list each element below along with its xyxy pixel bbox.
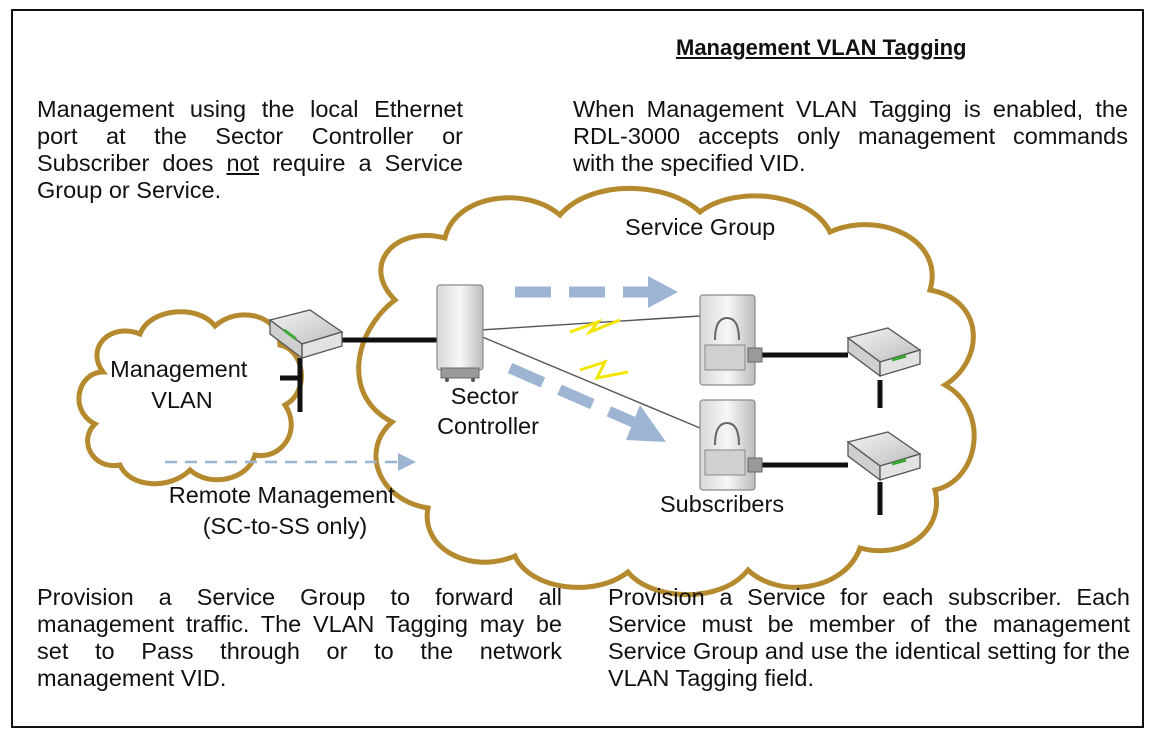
remote-management-label-line2: (SC-to-SS only) (203, 513, 368, 539)
subscribers-label: Subscribers (660, 491, 784, 517)
management-vlan-label-line1: Management (110, 356, 248, 382)
emphasis-not: not (226, 150, 260, 176)
remote-management-label-line1: Remote Management (169, 482, 395, 508)
router-right-1 (846, 327, 922, 378)
local-management-note-text: Management using the local Ethernet port… (37, 96, 463, 176)
lightning-1 (569, 318, 621, 336)
service-group-provision-note: Provision a Service Group to forward all… (37, 584, 562, 691)
sector-controller-device (436, 284, 484, 382)
management-vlan-cloud (76, 309, 304, 487)
service-group-label: Service Group (625, 214, 775, 240)
remote-management-arrow (165, 453, 416, 471)
wireless-link-1 (479, 315, 701, 331)
router-left (268, 309, 344, 360)
sector-controller-label-line1: Sector (451, 383, 519, 409)
figure-frame (11, 9, 1144, 728)
local-management-note-end: require a Service Group or Service. (37, 150, 463, 203)
subscriber-device-1 (699, 294, 763, 386)
management-vlan-label-line2: VLAN (151, 387, 212, 413)
service-provision-note: Provision a Service for each subscriber.… (608, 584, 1130, 691)
service-group-cloud (356, 185, 977, 598)
router-right-2 (846, 431, 922, 482)
flow-arrow-to-subscriber-2 (507, 362, 666, 442)
vlan-tagging-note: When Management VLAN Tagging is enabled,… (573, 96, 1128, 176)
management-vlan-label: Management VLAN (110, 356, 254, 413)
subscriber-device-2 (699, 399, 763, 491)
flow-arrow-to-subscriber-1 (515, 276, 678, 308)
remote-management-label: Remote Management (SC-to-SS only) (169, 482, 402, 539)
wireless-link-2 (479, 335, 701, 429)
sector-controller-label-line2: Controller (437, 413, 539, 439)
lightning-2 (579, 359, 629, 381)
diagram-title: Management VLAN Tagging (676, 35, 967, 60)
local-management-note: Management using the local Ethernet port… (37, 96, 463, 204)
sector-controller-label: Sector Controller (437, 383, 539, 439)
